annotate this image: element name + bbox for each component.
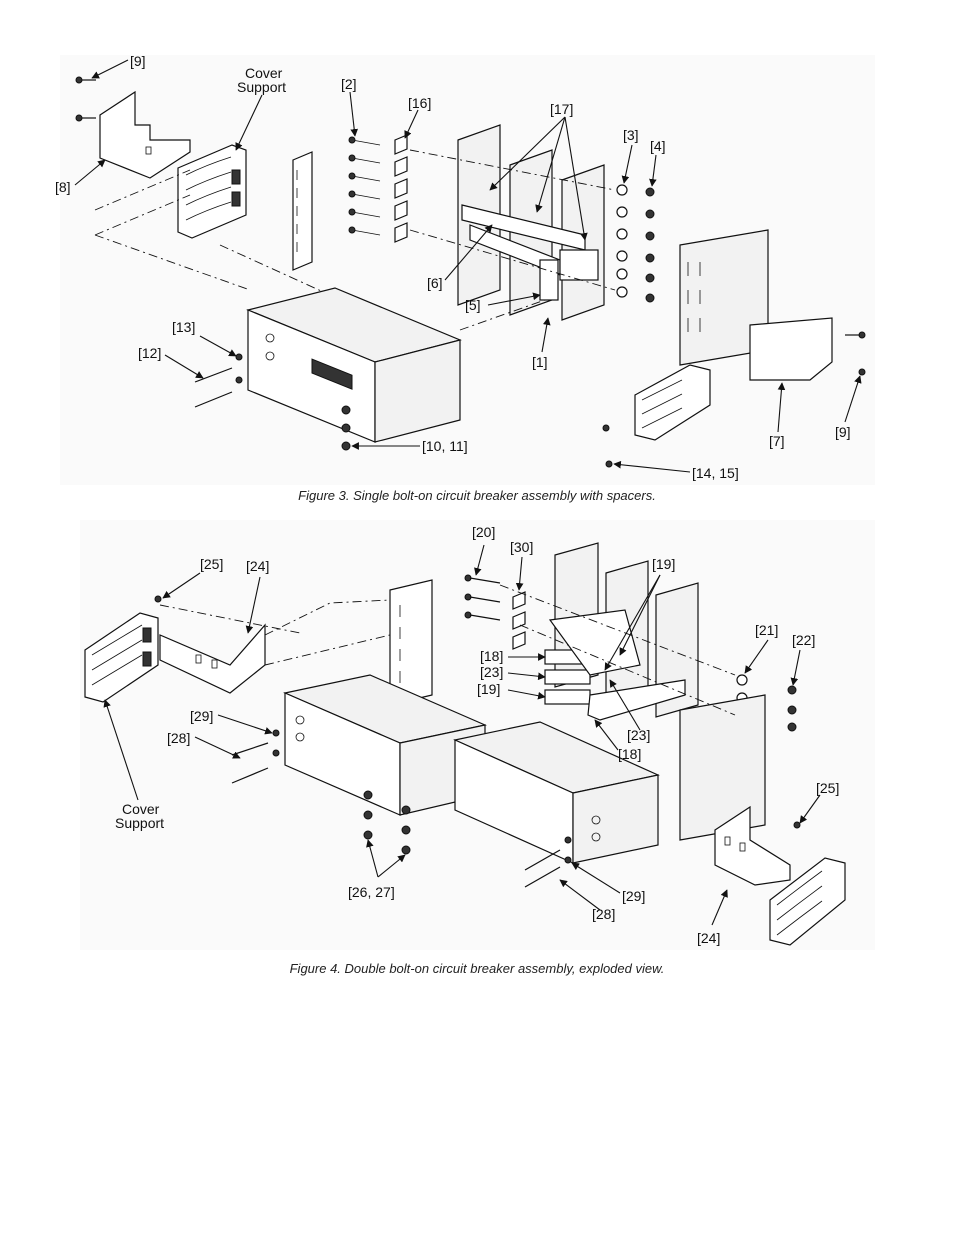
connectors-fig4 (544, 609, 686, 721)
clips-16 (394, 134, 408, 243)
washers-3 (616, 184, 628, 298)
label-21: [21] (755, 622, 778, 638)
label-8: [8] (55, 179, 71, 195)
bracket-7 (749, 317, 833, 381)
label-cover-support-line1: Cover (245, 65, 283, 81)
nuts-4 (645, 187, 655, 303)
label-17: [17] (550, 101, 573, 117)
label-18-top: [18] (480, 648, 503, 664)
figure-3-drawing: [9] Cover Support [2] [16] [17] [3] [4] … (55, 53, 875, 485)
label-1: [1] (532, 354, 548, 370)
screw-9-top (75, 76, 96, 122)
label-cover-support-line2-fig4: Support (115, 815, 164, 831)
figure-4-caption: Figure 4. Double bolt-on circuit breaker… (289, 961, 665, 976)
bus-rail-right-fig4 (679, 694, 766, 841)
label-28-left: [28] (167, 730, 190, 746)
label-cover-support-line2: Support (237, 79, 286, 95)
label-13: [13] (172, 319, 195, 335)
label-29-right: [29] (622, 888, 645, 904)
label-2: [2] (341, 76, 357, 92)
label-3: [3] (623, 127, 639, 143)
cover-support-right (634, 364, 711, 441)
label-23-top: [23] (480, 664, 503, 680)
label-7: [7] (769, 433, 785, 449)
label-28-right: [28] (592, 906, 615, 922)
label-26-27: [26, 27] (348, 884, 395, 900)
figure-3-caption: Figure 3. Single bolt-on circuit breaker… (298, 488, 656, 503)
label-25-top: [25] (200, 556, 223, 572)
label-19-mid: [19] (477, 681, 500, 697)
label-14-15: [14, 15] (692, 465, 739, 481)
bus-rail-left (292, 151, 313, 271)
label-23-bottom: [23] (627, 727, 650, 743)
spacers-17 (461, 204, 599, 301)
bracket-24-bottom (714, 805, 791, 886)
label-29-left: [29] (190, 708, 213, 724)
label-12: [12] (138, 345, 161, 361)
figure-3: [9] Cover Support [2] [16] [17] [3] [4] … (0, 0, 954, 510)
label-4: [4] (650, 138, 666, 154)
bracket-8 (99, 90, 191, 179)
label-5: [5] (465, 297, 481, 313)
figure-4-drawing: .arrow2 { stroke:#111; stroke-width:1.1;… (80, 520, 875, 950)
cover-support-right-fig4 (769, 857, 846, 946)
cover-support-left-fig4 (84, 612, 159, 703)
label-16: [16] (408, 95, 431, 111)
bus-rail-fig4 (389, 579, 433, 706)
label-22: [22] (792, 632, 815, 648)
label-18-bottom: [18] (618, 746, 641, 762)
label-25-bottom: [25] (816, 780, 839, 796)
label-9-right: [9] (835, 424, 851, 440)
label-20: [20] (472, 524, 495, 540)
circuit-breaker-2-fig4 (453, 721, 660, 864)
figure-4: .arrow2 { stroke:#111; stroke-width:1.1;… (0, 515, 954, 985)
label-6: [6] (427, 275, 443, 291)
label-30: [30] (510, 539, 533, 555)
screws-2 (348, 136, 381, 236)
label-24-top: [24] (246, 558, 269, 574)
label-24-bottom: [24] (697, 930, 720, 946)
label-10-11: [10, 11] (422, 438, 468, 454)
label-9-top: [9] (130, 53, 146, 69)
label-19-top: [19] (652, 556, 675, 572)
label-cover-support-line1-fig4: Cover (122, 801, 160, 817)
cover-support-left (177, 144, 247, 239)
